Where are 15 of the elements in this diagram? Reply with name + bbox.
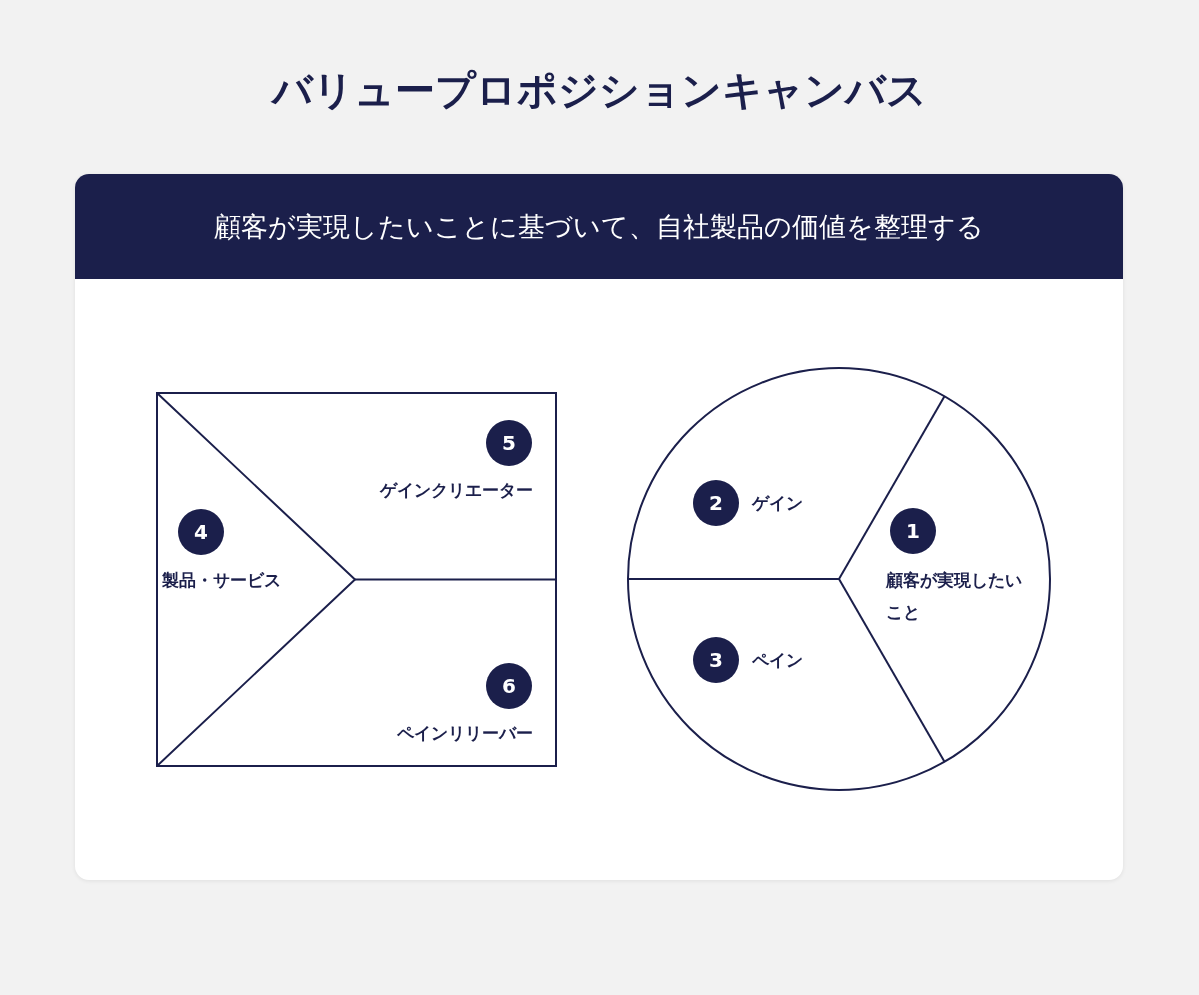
section-label: ゲインクリエーター	[378, 479, 533, 502]
section-label: ペインリリーバー	[396, 722, 533, 745]
number-badge: 1	[890, 508, 936, 554]
section-label: ゲイン	[752, 492, 804, 515]
section-label: 製品・サービス	[162, 569, 282, 592]
card-background	[75, 174, 1123, 880]
page-title: バリュープロポジションキャンバス	[269, 66, 928, 115]
number-badge: 6	[486, 663, 532, 709]
number-badge: 3	[693, 637, 739, 683]
number-badge: 4	[178, 509, 224, 555]
number-badge: 5	[486, 420, 532, 466]
section-label: ペイン	[752, 649, 804, 672]
section-label: 顧客が実現したいこと	[886, 569, 1023, 624]
header-text: 顧客が実現したいことに基づいて、自社製品の価値を整理する	[213, 210, 985, 244]
number-badge: 2	[693, 480, 739, 526]
